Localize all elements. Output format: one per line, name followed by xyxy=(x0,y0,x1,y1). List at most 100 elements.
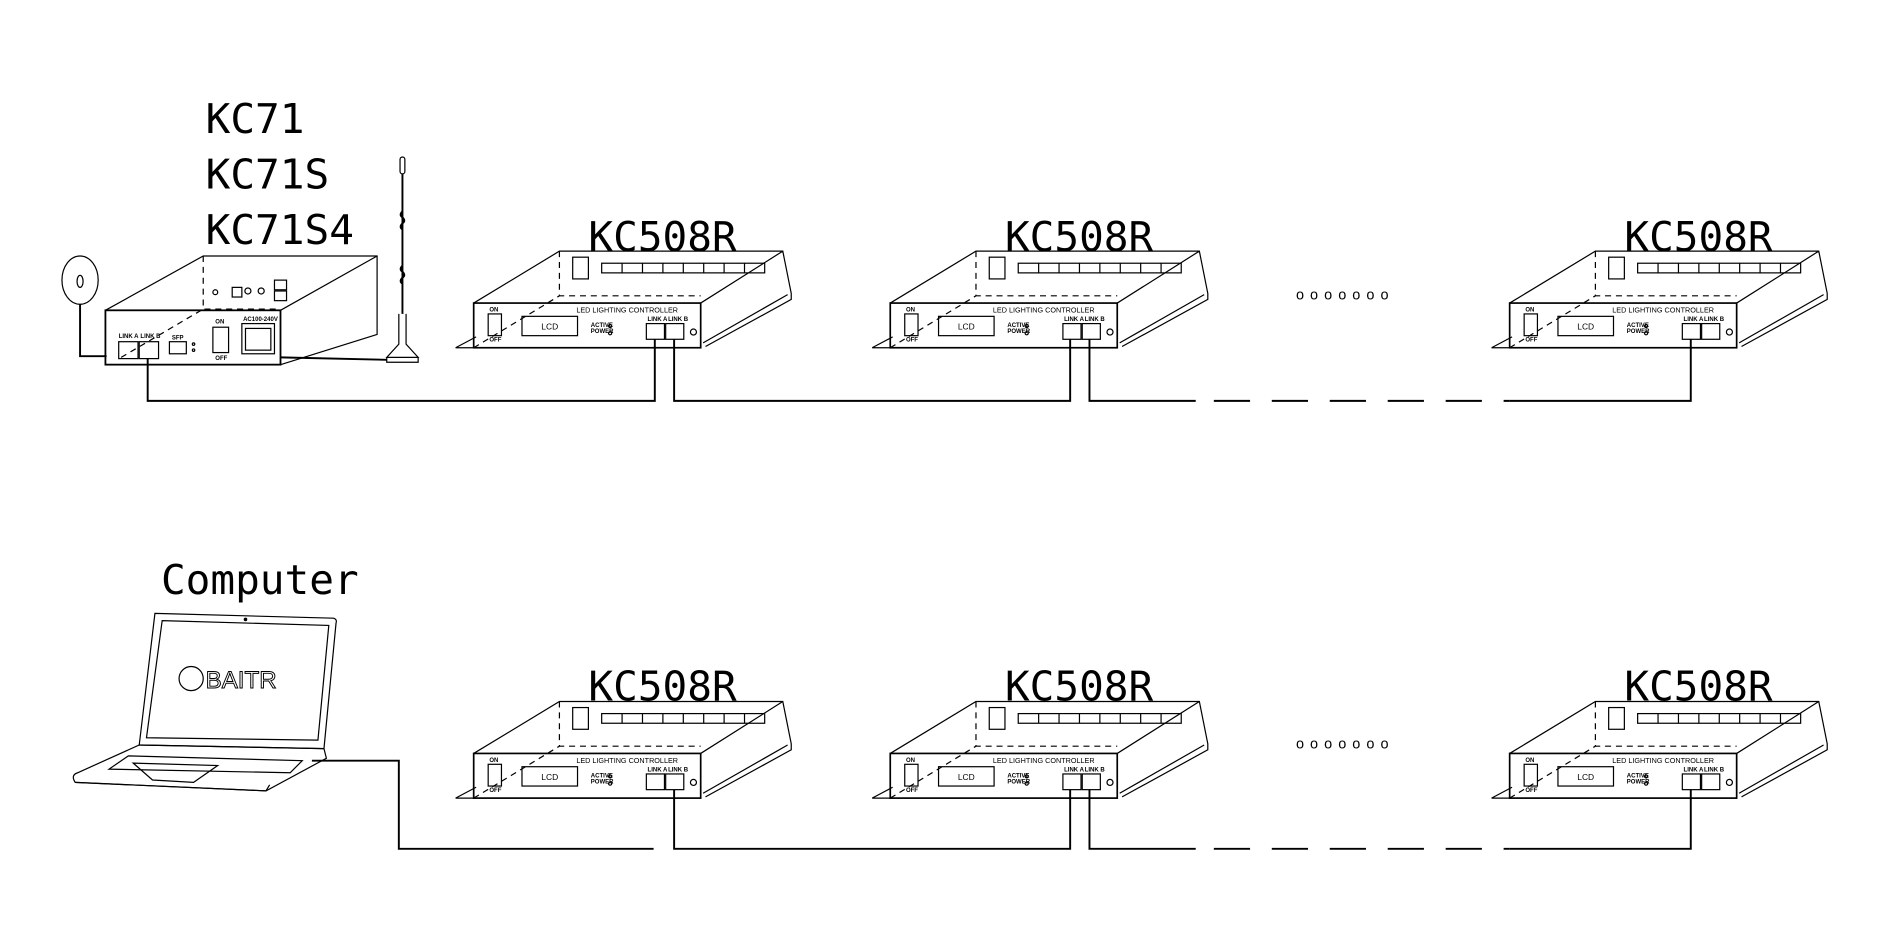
link-a-port xyxy=(1681,322,1702,340)
link-a-label: LINK A xyxy=(1064,768,1084,774)
kc508r-controller: ON OFF LCD LED LIGHTING CONTROLLER ACTIV… xyxy=(1491,250,1828,349)
lcd-label: LCD xyxy=(541,322,558,332)
data-cable xyxy=(146,339,656,402)
switch-off-label: OFF xyxy=(1525,338,1537,344)
controller-model-label: KC508R xyxy=(588,662,737,710)
lcd-display xyxy=(521,766,579,787)
power-switch xyxy=(487,313,503,337)
switch-on-label: ON xyxy=(1525,758,1534,764)
laptop-icon: BAITR xyxy=(72,612,654,850)
link-a-label: LINK A xyxy=(1684,317,1704,323)
switch-off-label: OFF xyxy=(1525,788,1537,794)
switch-on-label: ON xyxy=(906,308,915,314)
continuation-dots: ooooooo xyxy=(1296,737,1395,753)
controller-title: LED LIGHTING CONTROLLER xyxy=(993,306,1095,315)
power-label: POWER xyxy=(1627,780,1650,786)
lcd-display xyxy=(1557,766,1615,787)
power-switch xyxy=(487,763,503,787)
data-cable xyxy=(1088,339,1196,402)
data-cable xyxy=(1509,339,1692,402)
lcd-label: LCD xyxy=(1577,322,1594,332)
link-a-port xyxy=(645,773,666,791)
cables-layer xyxy=(146,339,1692,850)
link-a-port xyxy=(1062,773,1082,791)
power-label: POWER xyxy=(591,780,614,786)
model-label-kc71: KC71 xyxy=(206,95,305,143)
kc508r-controller: ON OFF LCD LED LIGHTING CONTROLLER ACTIV… xyxy=(871,700,1209,799)
link-a-port xyxy=(1062,322,1082,340)
lcd-display xyxy=(521,315,579,337)
power-switch xyxy=(904,763,919,787)
data-cable xyxy=(1088,789,1196,850)
switch-on-label: ON xyxy=(489,758,498,764)
controller-model-label: KC508R xyxy=(1005,662,1154,710)
link-a-port xyxy=(1681,773,1702,791)
link-b-label: LINK B xyxy=(1704,317,1725,323)
model-label-kc71s4: KC71S4 xyxy=(206,206,354,254)
controller-model-label: KC508R xyxy=(1624,213,1773,261)
power-label: POWER xyxy=(1627,329,1650,335)
link-b-label: LINK B xyxy=(1704,768,1725,774)
link-a-label: LINK A xyxy=(1064,317,1084,323)
controller-model-label: KC508R xyxy=(588,213,737,261)
link-b-port xyxy=(665,322,685,340)
gateway-sfp-label: SFP xyxy=(172,335,184,341)
kc508r-controller: ON OFF LCD LED LIGHTING CONTROLLER ACTIV… xyxy=(455,700,792,799)
switch-off-label: OFF xyxy=(489,338,501,344)
controller-model-label: KC508R xyxy=(1624,662,1773,710)
power-switch xyxy=(1523,763,1539,787)
controllers-layer: ON OFF LCD LED LIGHTING CONTROLLER ACTIV… xyxy=(455,213,1828,799)
active-label: ACTIVE xyxy=(591,323,613,329)
controller-title: LED LIGHTING CONTROLLER xyxy=(993,756,1095,765)
link-a-port xyxy=(645,322,666,340)
power-label: POWER xyxy=(1007,780,1030,786)
lcd-label: LCD xyxy=(958,772,975,782)
lcd-label: LCD xyxy=(958,322,975,332)
active-label: ACTIVE xyxy=(1007,323,1029,329)
antenna-icon xyxy=(280,156,420,363)
link-b-label: LINK B xyxy=(668,317,689,323)
continuation-dots: ooooooo xyxy=(1296,287,1395,303)
active-label: ACTIVE xyxy=(1627,774,1649,780)
controller-title: LED LIGHTING CONTROLLER xyxy=(1612,756,1714,765)
link-a-label: LINK A xyxy=(648,317,668,323)
link-b-port xyxy=(1701,322,1721,340)
laptop-brand-logo: BAITR xyxy=(206,667,277,694)
controller-title: LED LIGHTING CONTROLLER xyxy=(576,306,678,315)
power-switch xyxy=(1523,313,1539,337)
kc508r-controller: ON OFF LCD LED LIGHTING CONTROLLER ACTIV… xyxy=(871,250,1209,349)
gateway-on-label: ON xyxy=(215,320,224,326)
data-cable xyxy=(673,789,1072,850)
lcd-label: LCD xyxy=(1577,772,1594,782)
kc508r-controller: ON OFF LCD LED LIGHTING CONTROLLER ACTIV… xyxy=(1491,700,1828,799)
power-label: POWER xyxy=(1007,329,1030,335)
lcd-label: LCD xyxy=(541,772,558,782)
link-b-label: LINK B xyxy=(668,768,689,774)
power-label: POWER xyxy=(591,329,614,335)
switch-off-label: OFF xyxy=(906,338,918,344)
link-a-label: LINK A xyxy=(1684,768,1704,774)
switch-on-label: ON xyxy=(1525,308,1534,314)
lcd-display xyxy=(1557,315,1615,337)
data-cable xyxy=(1509,789,1692,850)
controller-title: LED LIGHTING CONTROLLER xyxy=(1612,306,1714,315)
gateway-link-a-label: LINK A xyxy=(119,334,139,340)
gateway-power-input-label: AC100-240V xyxy=(243,317,278,323)
link-b-port xyxy=(1081,773,1101,791)
controller-title: LED LIGHTING CONTROLLER xyxy=(576,756,678,765)
link-b-port xyxy=(1701,773,1721,791)
link-b-label: LINK B xyxy=(1085,317,1106,323)
switch-off-label: OFF xyxy=(906,788,918,794)
active-label: ACTIVE xyxy=(1007,774,1029,780)
active-label: ACTIVE xyxy=(591,774,613,780)
data-cable xyxy=(673,339,1072,402)
link-b-label: LINK B xyxy=(1085,768,1106,774)
lcd-display xyxy=(937,766,995,787)
kc508r-controller: ON OFF LCD LED LIGHTING CONTROLLER ACTIV… xyxy=(455,250,792,349)
computer-label: Computer xyxy=(161,556,359,604)
switch-on-label: ON xyxy=(906,758,915,764)
controller-model-label: KC508R xyxy=(1005,213,1154,261)
gateway-link-b-label: LINK B xyxy=(140,334,161,340)
